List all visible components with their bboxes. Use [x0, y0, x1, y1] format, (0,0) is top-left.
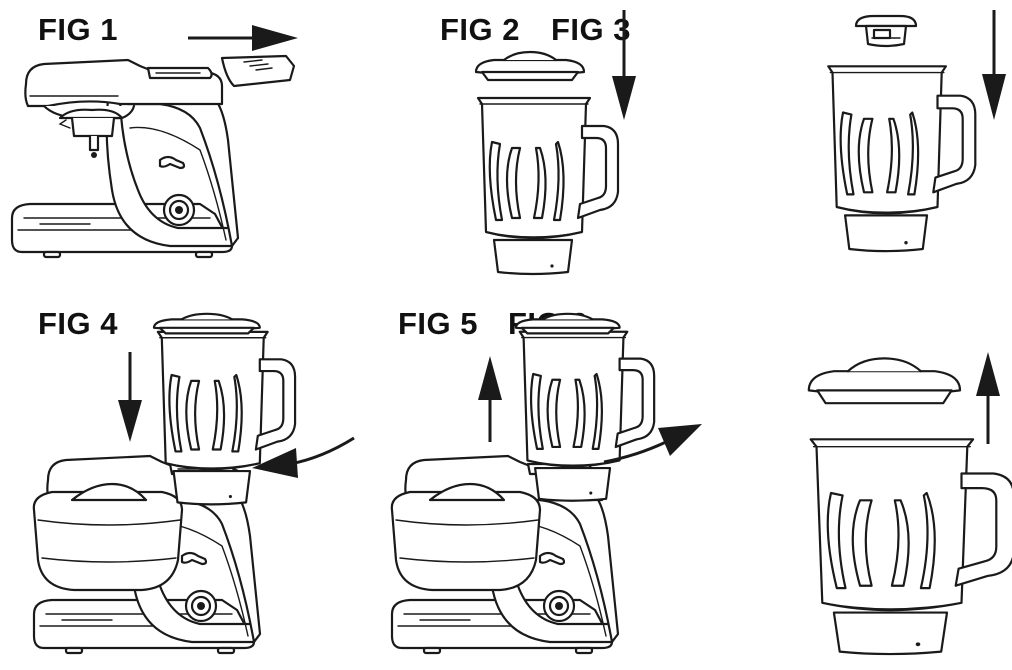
fig-5-jar — [518, 330, 656, 502]
fig-6-arrow-up — [976, 352, 1000, 444]
fig-4-bowl — [32, 482, 184, 592]
fig-2-arrow-down — [612, 10, 636, 120]
fig-5-arrow-curve-right — [604, 424, 702, 462]
fig-1-arrow-right — [188, 25, 298, 51]
fig-3-label: FIG 3 — [551, 12, 632, 47]
fig-4-label: FIG 4 — [38, 306, 119, 341]
fig-6-lid — [807, 356, 962, 405]
fig-1-label: FIG 1 — [38, 12, 119, 47]
fig-3-jar — [827, 65, 977, 253]
fig-5-bowl — [390, 482, 542, 592]
fig-5-lid — [514, 312, 621, 335]
fig-4-arrow-curve-left — [252, 438, 354, 478]
fig-5-label: FIG 5 — [398, 306, 479, 341]
fig-5-arrow-up — [478, 356, 502, 442]
fig-1-outlet-cover — [222, 56, 294, 86]
fig-4-arrow-down — [118, 352, 142, 442]
fig-1-mixer — [10, 58, 240, 259]
fig-2-jar — [476, 96, 620, 276]
fig-4-jar — [156, 330, 297, 506]
fig-3-arrow-down — [982, 10, 1006, 120]
fig-2-label: FIG 2 — [440, 12, 521, 47]
fig-2-lid — [474, 50, 586, 82]
fig-4-lid — [152, 312, 261, 335]
fig-6-jar — [809, 437, 1012, 656]
fig-3-cap — [854, 14, 918, 48]
